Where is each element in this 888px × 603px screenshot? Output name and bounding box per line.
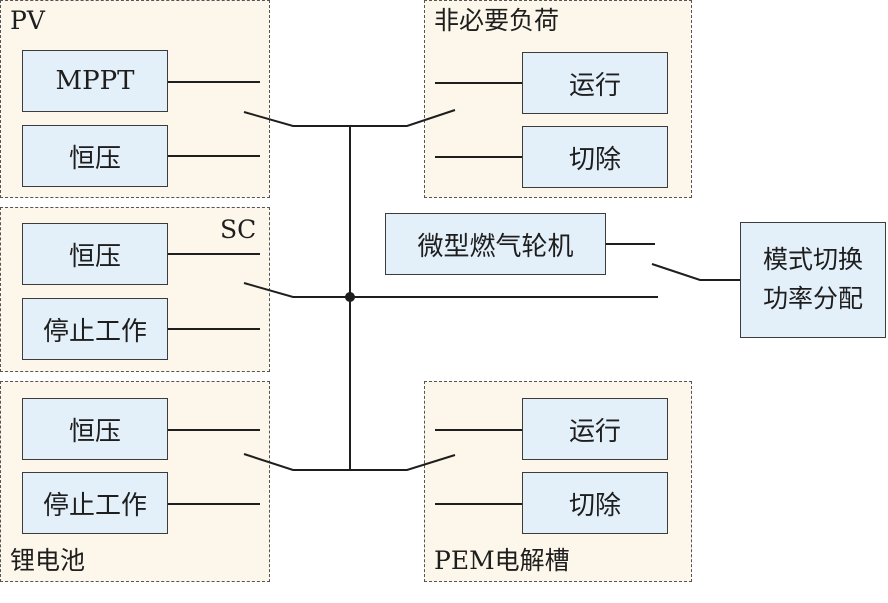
bus-junction — [345, 292, 355, 302]
battery-stop-mode: 停止工作 — [22, 472, 168, 534]
sc-switch — [243, 282, 658, 298]
sc-stop-mode: 停止工作 — [22, 298, 168, 360]
sc-title: SC — [220, 215, 257, 244]
pv-switch — [243, 109, 456, 127]
electrolyzer-title: PEM电解槽 — [434, 546, 570, 575]
controller-line1: 模式切换 — [762, 245, 863, 275]
micro-turbine-box: 微型燃气轮机 — [385, 213, 606, 275]
electrolyzer-cut-mode: 切除 — [522, 472, 668, 534]
load-cut-mode: 切除 — [522, 126, 668, 188]
battery-constant-voltage-mode: 恒压 — [22, 398, 168, 460]
pv-mppt-mode: MPPT — [22, 50, 168, 112]
electrolyzer-run-mode: 运行 — [522, 398, 668, 460]
load-title: 非必要负荷 — [434, 6, 560, 35]
pv-constant-voltage-mode: 恒压 — [22, 125, 168, 187]
pv-title: PV — [10, 6, 45, 35]
load-run-mode: 运行 — [522, 52, 668, 114]
controller-line2: 功率分配 — [762, 284, 863, 313]
controller-box: 模式切换 功率分配 — [740, 222, 886, 338]
sc-constant-voltage-mode: 恒压 — [22, 223, 168, 285]
battery-title: 锂电池 — [10, 546, 86, 575]
turbine-switch — [651, 263, 740, 281]
